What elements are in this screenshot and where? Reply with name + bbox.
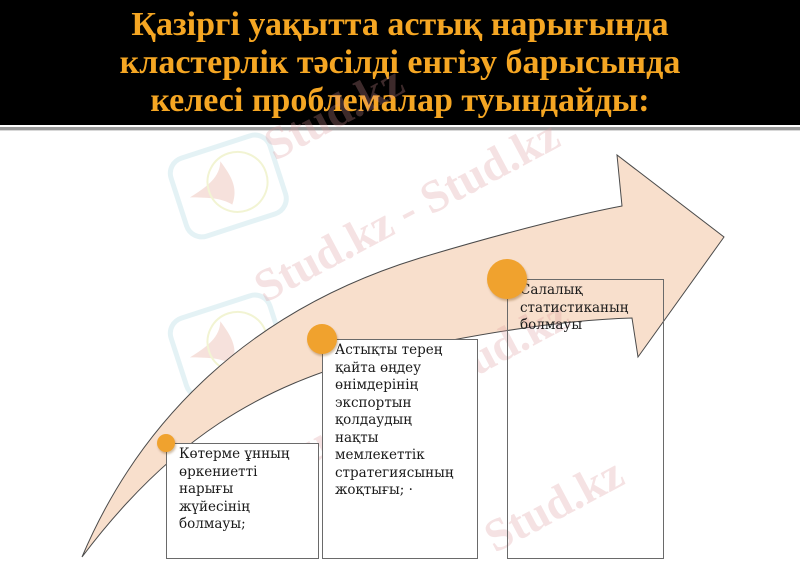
step-2-line: қайта өңдеу <box>335 359 422 376</box>
step-2-line: экспортын <box>335 394 412 411</box>
step-1-marker-dot <box>157 434 175 452</box>
step-3-line: Салалық <box>520 282 583 298</box>
title-line-1: Қазіргі уақытта астық нарығында <box>131 6 669 43</box>
slide-header: Қазіргі уақытта астық нарығында кластерл… <box>0 0 800 125</box>
step-2-line: стратегиясының <box>335 464 454 481</box>
step-box-3: Салалық статистиканың болмауы <box>507 279 664 559</box>
step-2-line: Астықты терең <box>335 342 443 358</box>
step-box-1: Көтерме ұнның өркениетті нарығы жүйесіні… <box>166 443 319 559</box>
step-2-line: қолдаудың <box>335 412 412 428</box>
step-2-line: нақты <box>335 429 379 446</box>
step-3-line: болмауы <box>520 317 583 333</box>
step-3-marker-dot <box>487 259 527 299</box>
slide-title: Қазіргі уақытта астық нарығында кластерл… <box>0 6 800 120</box>
header-divider <box>0 127 800 130</box>
header-divider-light <box>0 130 800 131</box>
step-2-line: өнімдерінің <box>335 377 419 393</box>
step-box-2: Астықты терең қайта өңдеу өнімдерінің эк… <box>322 339 478 559</box>
step-1-line: нарығы <box>179 481 234 497</box>
growth-arrow <box>81 153 725 558</box>
step-2-marker-dot <box>307 324 337 354</box>
title-line-3: келесі проблемалар туындайды: <box>150 82 650 119</box>
step-1-line: жүйесінің <box>179 498 250 515</box>
step-1-line: болмауы; <box>179 516 246 532</box>
step-3-line: статистиканың <box>520 299 629 316</box>
step-2-line: мемлекеттік <box>335 447 425 463</box>
step-2-line: жоқтығы; · <box>335 482 413 498</box>
hummingbird-logo-icon <box>167 132 289 240</box>
step-1-line: Көтерме ұнның <box>179 446 290 462</box>
title-line-2: кластерлік тәсілді енгізу барысында <box>119 44 681 81</box>
step-1-line: өркениетті <box>179 463 258 480</box>
